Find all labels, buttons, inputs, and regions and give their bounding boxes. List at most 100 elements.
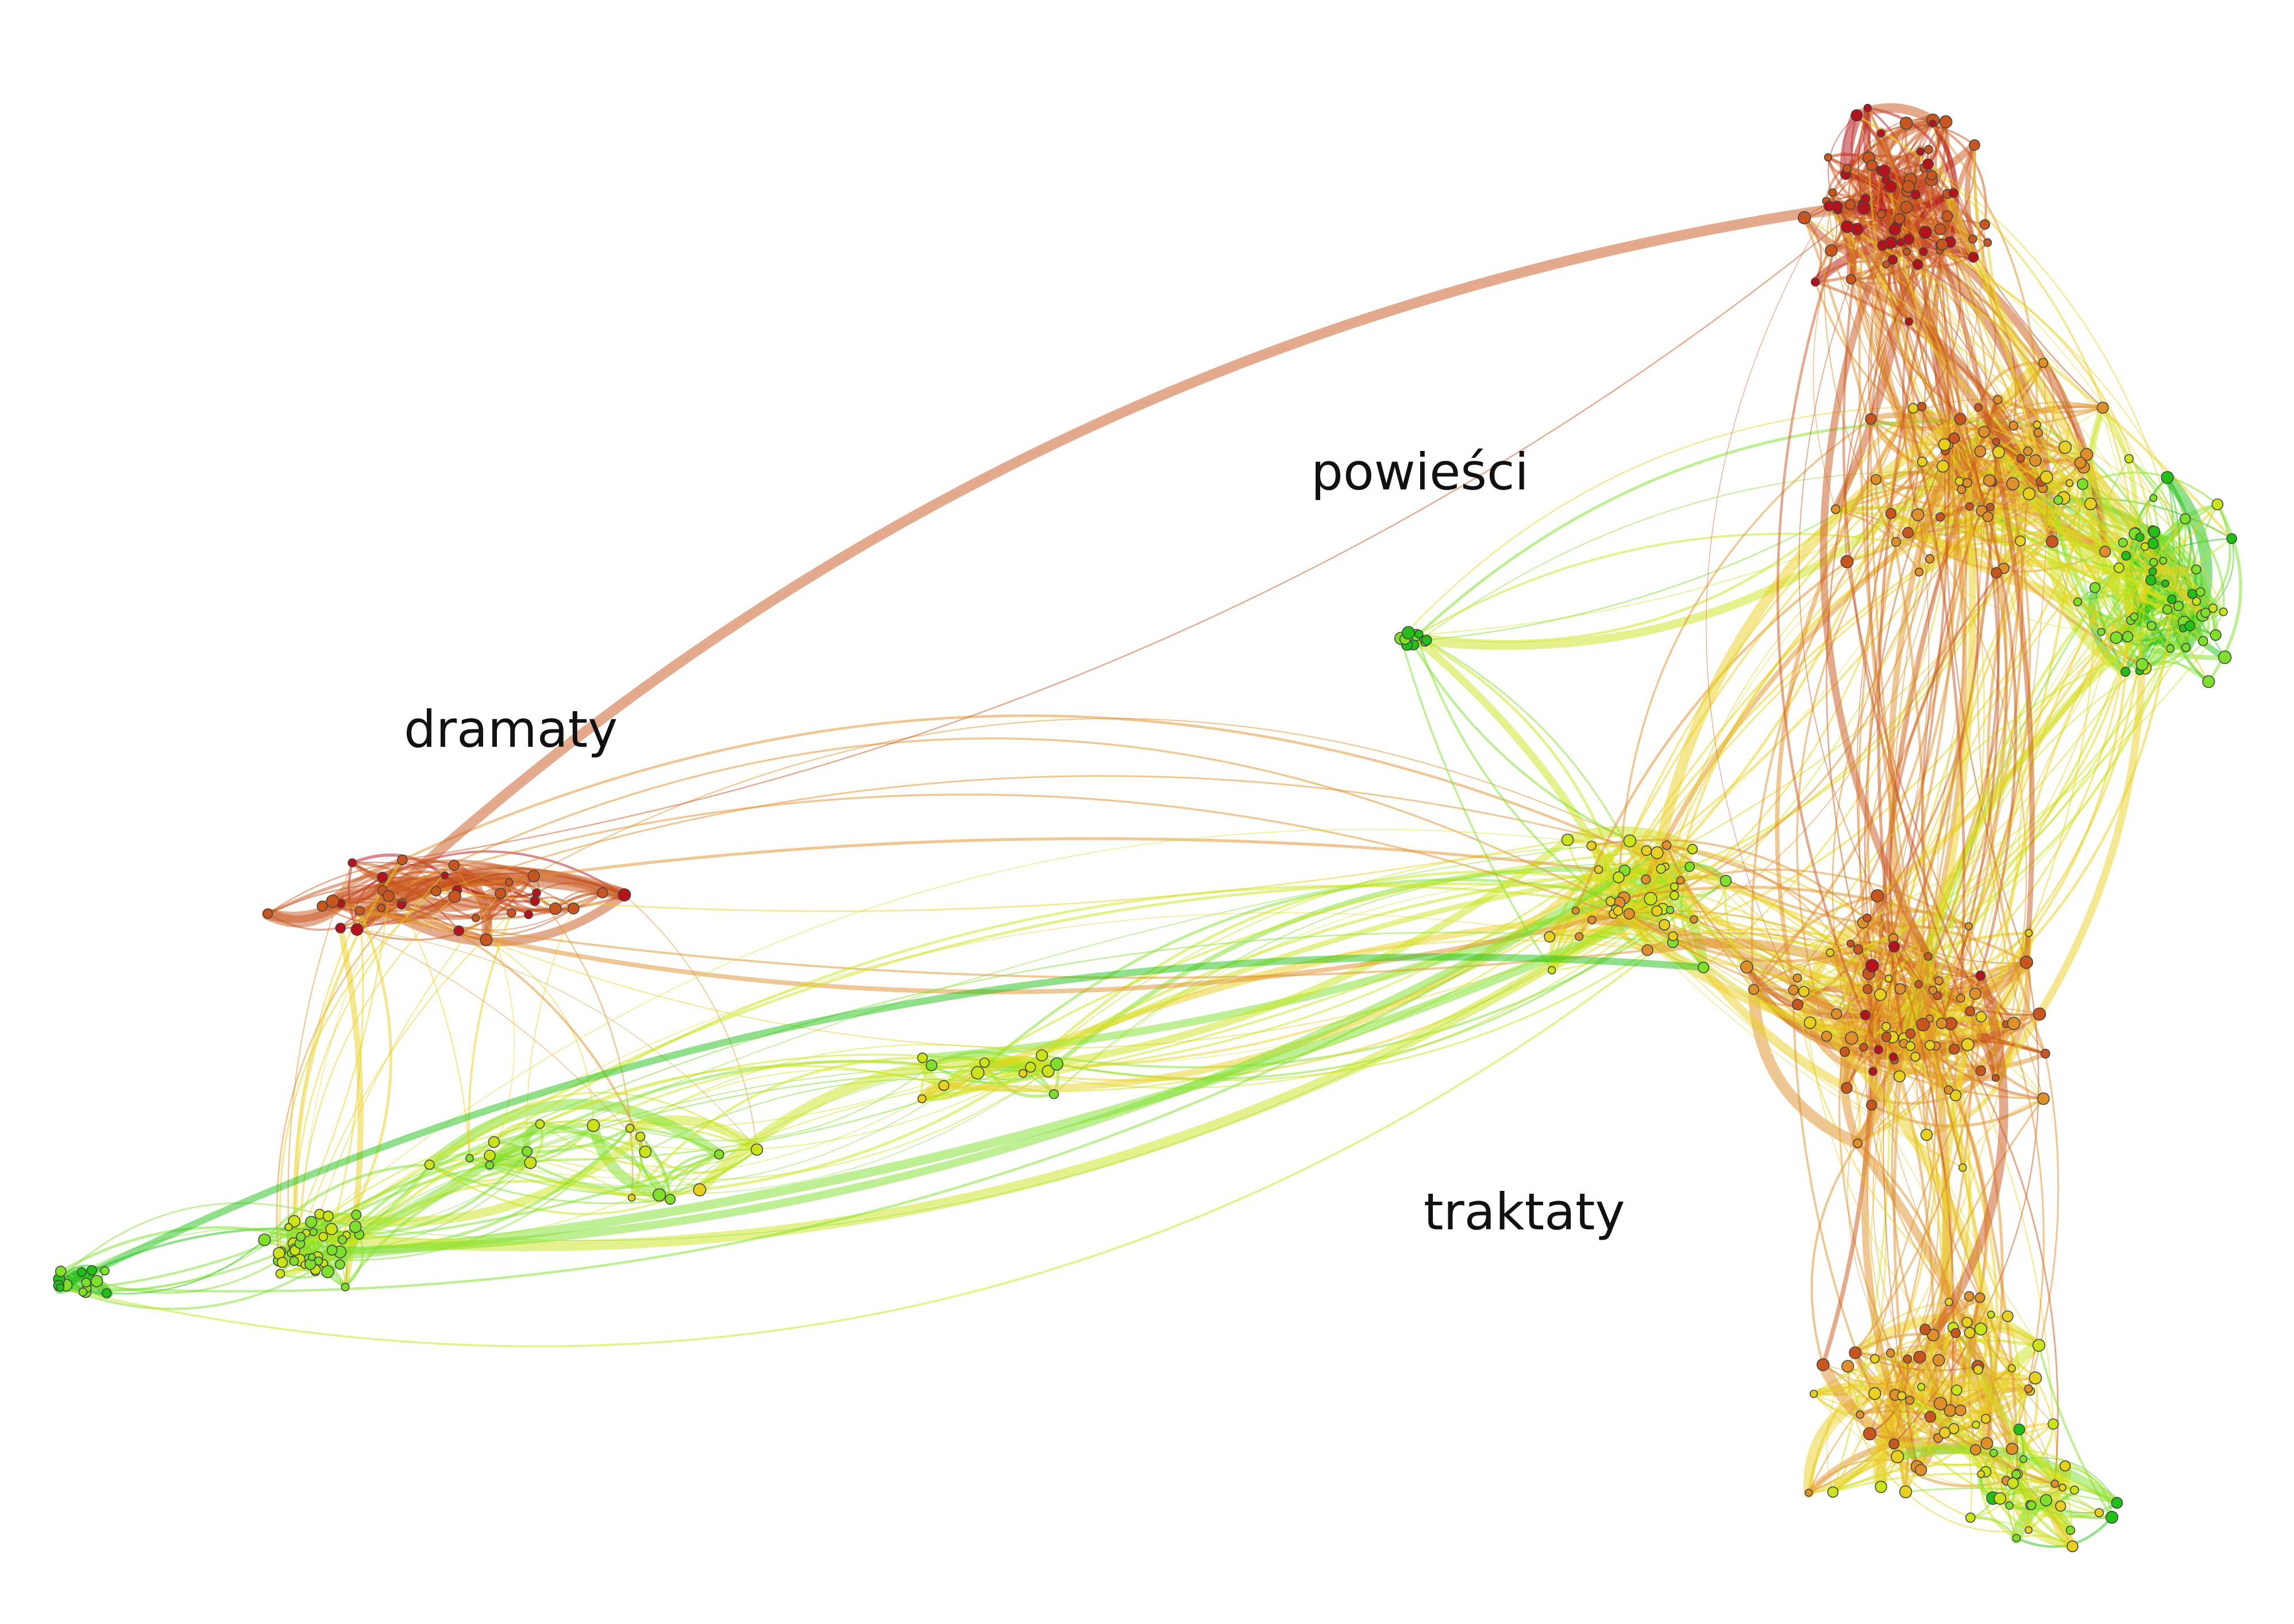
network-edge — [1562, 826, 1698, 855]
network-node — [1954, 412, 1967, 425]
network-node — [317, 900, 328, 912]
network-node — [1950, 1089, 1962, 1102]
network-node — [1978, 426, 1990, 438]
network-node — [1900, 200, 1913, 214]
network-node — [1991, 567, 2002, 578]
network-node — [2037, 1092, 2050, 1105]
network-node — [1803, 1016, 1817, 1029]
network-node — [1850, 109, 1863, 122]
network-edge — [1898, 461, 2082, 1078]
network-node — [1042, 1064, 1055, 1078]
network-edge — [535, 892, 634, 1199]
network-node — [1894, 983, 1906, 995]
network-node — [341, 1283, 350, 1292]
network-node — [625, 1124, 635, 1133]
network-node — [1891, 1450, 1904, 1464]
network-node — [1860, 194, 1871, 203]
network-node — [2149, 558, 2158, 567]
network-node — [1863, 1427, 1877, 1441]
network-node — [1881, 1021, 1891, 1032]
network-edge — [340, 775, 1648, 929]
network-node — [377, 904, 386, 913]
network-node — [1840, 1046, 1850, 1057]
network-edge — [1803, 216, 1926, 1058]
network-node — [1690, 915, 1698, 924]
network-edge — [1618, 418, 1872, 904]
network-node — [1821, 1031, 1832, 1042]
network-node — [1866, 1100, 1877, 1111]
network-node — [1846, 939, 1855, 948]
network-edge — [1407, 478, 1877, 643]
network-edge — [1976, 480, 2044, 1100]
network-node — [1401, 626, 1416, 640]
network-node — [1884, 180, 1897, 193]
network-node — [334, 1259, 345, 1270]
network-node — [1983, 474, 1996, 487]
network-edge — [489, 1062, 985, 1187]
network-node — [1962, 478, 1972, 488]
network-edge — [1832, 1464, 2076, 1493]
network-edge — [357, 1150, 529, 1236]
network-node — [1933, 1397, 1948, 1411]
network-node — [1958, 1163, 1967, 1172]
network-node — [1421, 635, 1432, 646]
network-node — [2219, 607, 2228, 616]
network-edge — [1645, 414, 1966, 904]
network-node — [1888, 1052, 1898, 1062]
network-edge — [1893, 961, 2039, 1445]
network-node — [2040, 1048, 2050, 1059]
network-node — [2005, 1501, 2014, 1510]
network-node — [2007, 1364, 2016, 1372]
network-edge — [1866, 151, 1962, 1000]
network-edge — [2008, 1503, 2071, 1531]
network-node — [1885, 508, 1897, 519]
network-edge — [314, 884, 1659, 1273]
network-node — [1938, 438, 1951, 451]
network-node — [1641, 944, 1653, 956]
network-edge — [1871, 965, 2054, 1425]
network-edge — [1856, 114, 2203, 616]
edge-layer — [53, 103, 2242, 1553]
network-edge — [1796, 1004, 2040, 1347]
network-edge — [1953, 1327, 2032, 1506]
network-node — [1613, 871, 1625, 884]
network-edge — [381, 793, 1615, 915]
network-node — [2191, 564, 2202, 574]
network-node — [1878, 164, 1891, 178]
network-node — [1018, 1068, 1028, 1078]
network-node — [714, 1149, 724, 1160]
network-edge — [1643, 514, 1943, 882]
network-node — [305, 1216, 318, 1228]
network-edge — [1838, 894, 1940, 1439]
network-node — [1916, 1017, 1930, 1032]
network-node — [2210, 629, 2222, 641]
network-node — [1025, 1062, 1036, 1073]
network-node — [1897, 1391, 1907, 1401]
network-node — [1670, 890, 1679, 901]
network-node — [1902, 527, 1914, 539]
network-node — [1896, 238, 1905, 246]
network-node — [2006, 1442, 2019, 1455]
network-node — [309, 1228, 318, 1236]
network-node — [1893, 1070, 1906, 1083]
network-node — [1969, 987, 1981, 1000]
network-node — [1927, 1329, 1940, 1341]
network-node — [471, 913, 480, 922]
network-node — [1908, 403, 1919, 414]
network-node — [2161, 470, 2174, 484]
network-node — [1961, 1317, 1973, 1328]
network-node — [1719, 874, 1732, 887]
network-node — [507, 908, 516, 918]
network-node — [2033, 421, 2041, 429]
network-node — [2084, 497, 2097, 511]
network-node — [1865, 959, 1879, 973]
network-node — [2147, 538, 2159, 549]
network-node — [2114, 562, 2125, 573]
network-node — [258, 1233, 271, 1247]
network-edge — [322, 1155, 491, 1237]
network-node — [1964, 1291, 1975, 1302]
network-edge — [58, 1202, 321, 1280]
network-node — [1899, 116, 1913, 130]
network-node — [1968, 139, 1980, 151]
